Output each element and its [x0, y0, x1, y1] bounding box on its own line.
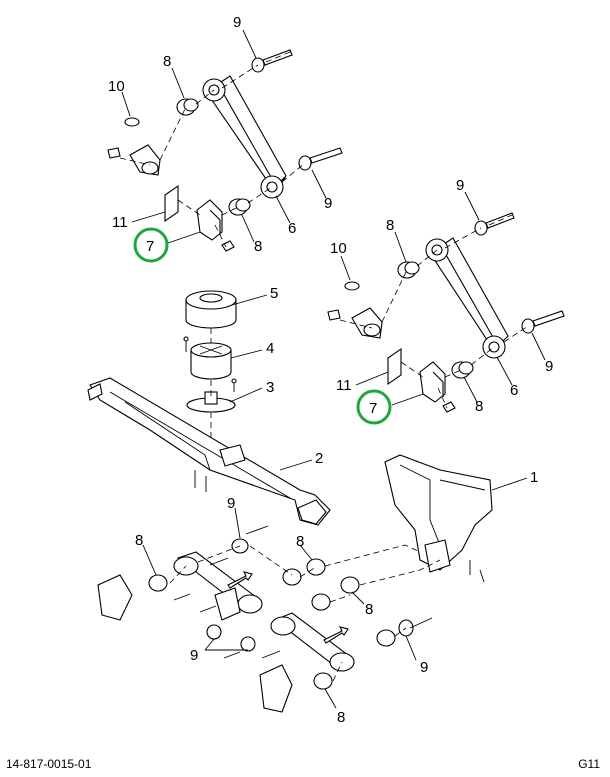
callout-3: 3 — [266, 379, 274, 396]
callout-labels: 9 8 10 11 7 8 6 9 5 4 3 2 1 9 8 10 11 7 … — [108, 14, 553, 726]
callout-10: 10 — [108, 78, 125, 95]
callout-8: 8 — [475, 398, 483, 415]
callout-11: 11 — [336, 377, 352, 394]
axle-bracket — [384, 454, 493, 583]
callout-9: 9 — [420, 659, 428, 676]
highlight-circle-left — [133, 227, 169, 263]
callout-8: 8 — [337, 709, 345, 726]
callout-9: 9 — [324, 195, 332, 212]
callout-7: 7 — [146, 238, 154, 255]
center-mount-stack — [183, 290, 237, 440]
callout-10: 10 — [330, 240, 347, 257]
callout-9: 9 — [233, 14, 241, 31]
callout-1: 1 — [530, 469, 538, 486]
callout-8: 8 — [254, 238, 262, 255]
lower-torque-rod-assembly — [97, 525, 441, 713]
callout-9: 9 — [456, 177, 464, 194]
callout-9: 9 — [227, 495, 235, 512]
callout-8: 8 — [163, 53, 171, 70]
callout-5: 5 — [270, 285, 278, 302]
callout-6: 6 — [288, 220, 296, 237]
torque-rod-assembly-upper-right — [327, 212, 565, 413]
callout-8: 8 — [365, 601, 373, 618]
callout-6: 6 — [510, 382, 518, 399]
document-number: 14-817-0015-01 — [6, 757, 92, 771]
callout-9: 9 — [545, 358, 553, 375]
parts-diagram: 9 8 10 11 7 8 6 9 5 4 3 2 1 9 8 10 11 7 … — [87, 14, 565, 726]
frame-crossmember — [87, 377, 331, 526]
highlight-circle-right — [356, 389, 392, 425]
torque-rod-assembly-upper-left — [107, 49, 343, 252]
callout-9: 9 — [190, 647, 198, 664]
leader-lines — [121, 29, 546, 709]
callout-8: 8 — [296, 533, 304, 550]
callout-8: 8 — [386, 217, 394, 234]
callout-8: 8 — [135, 532, 143, 549]
callout-7: 7 — [369, 400, 377, 417]
callout-11: 11 — [112, 214, 128, 231]
callout-2: 2 — [315, 450, 323, 467]
sheet-code: G11 — [578, 757, 600, 771]
callout-4: 4 — [266, 340, 274, 357]
